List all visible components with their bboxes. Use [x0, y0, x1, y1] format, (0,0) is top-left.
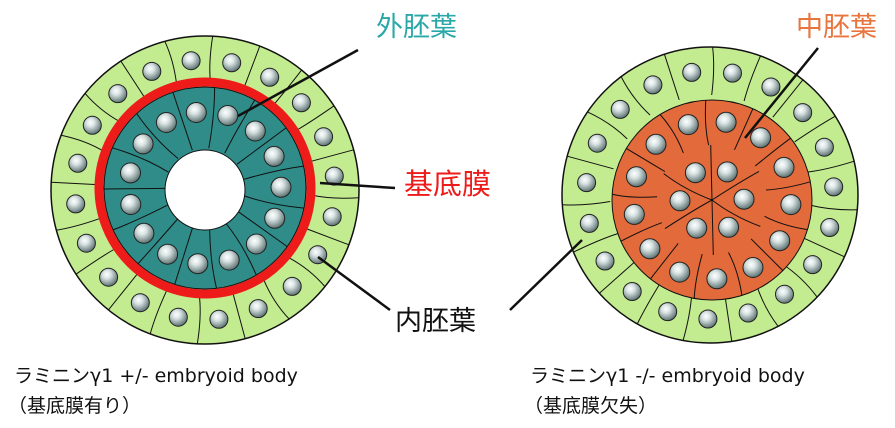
- left-ectoderm-nucleus: [219, 250, 239, 270]
- right-endoderm-nucleus: [739, 304, 757, 322]
- right-mesoderm-nucleus: [707, 269, 727, 289]
- right-endoderm-nucleus: [611, 100, 629, 118]
- left-ectoderm-nucleus: [264, 146, 284, 166]
- right-endoderm-nucleus: [794, 104, 812, 122]
- left-endoderm-nucleus: [67, 195, 85, 213]
- right-endoderm-nucleus: [578, 174, 596, 192]
- mesoderm-label: 中胚葉: [796, 12, 877, 43]
- endoderm-pointer-line-left: [318, 257, 390, 310]
- left-endoderm-nucleus: [283, 277, 301, 295]
- left-caption-line-1: ラミニンγ1 +/- embryoid body: [14, 362, 298, 390]
- right-mesoderm-core-nucleus: [734, 189, 754, 209]
- right-caption-line-2: （基底膜欠失）: [524, 392, 657, 420]
- right-endoderm-nucleus: [596, 252, 614, 270]
- right-mesoderm-nucleus: [743, 258, 763, 278]
- left-ectoderm-nucleus: [245, 121, 265, 141]
- left-endoderm-nucleus: [83, 116, 101, 134]
- right-mesoderm-core-nucleus: [719, 217, 739, 237]
- right-endoderm-nucleus: [623, 283, 641, 301]
- right-mesoderm-core-nucleus: [670, 191, 690, 211]
- left-ectoderm-nucleus: [158, 244, 178, 264]
- left-ectoderm-nucleus: [218, 106, 238, 126]
- ectoderm-label: 外胚葉: [376, 12, 457, 43]
- left-ectoderm-nucleus: [265, 208, 285, 228]
- left-endoderm-nucleus: [169, 308, 187, 326]
- right-endoderm-nucleus: [644, 76, 662, 94]
- right-endoderm-nucleus: [762, 78, 780, 96]
- left-ectoderm-nucleus: [121, 163, 141, 183]
- left-ectoderm-nucleus: [121, 195, 141, 215]
- left-endoderm-nucleus: [249, 300, 267, 318]
- right-mesoderm-core-nucleus: [685, 163, 705, 183]
- left-ectoderm-nucleus: [133, 134, 153, 154]
- right-mesoderm-nucleus: [770, 231, 790, 251]
- right-mesoderm-nucleus: [646, 134, 666, 154]
- left-endoderm-nucleus: [323, 208, 341, 226]
- right-endoderm-nucleus: [821, 219, 839, 237]
- right-endoderm-nucleus: [776, 285, 794, 303]
- left-endoderm-nucleus: [315, 128, 333, 146]
- right-endoderm-nucleus: [699, 310, 717, 328]
- left-ectoderm-cell-wall: [104, 188, 165, 189]
- right-caption-line-1: ラミニンγ1 -/- embryoid body: [530, 362, 805, 390]
- right-endoderm-nucleus: [825, 178, 843, 196]
- left-endoderm-nucleus: [131, 294, 149, 312]
- left-ectoderm-nucleus: [246, 234, 266, 254]
- left-central-cavity: [165, 150, 245, 230]
- right-mesoderm-nucleus: [774, 157, 794, 177]
- right-endoderm-nucleus: [804, 256, 822, 274]
- right-mesoderm-nucleus: [640, 239, 660, 259]
- left-endoderm-nucleus: [182, 52, 200, 70]
- left-ectoderm-nucleus: [186, 103, 206, 123]
- left-ectoderm-nucleus: [271, 177, 291, 197]
- left-endoderm-nucleus: [77, 234, 95, 252]
- endoderm-pointer-line-right: [510, 240, 582, 310]
- left-endoderm-nucleus: [69, 154, 87, 172]
- right-mesoderm-core-nucleus: [687, 218, 707, 238]
- right-endoderm-nucleus: [659, 303, 677, 321]
- left-ectoderm-nucleus: [156, 113, 176, 133]
- left-caption-line-2: （基底膜有り）: [8, 392, 141, 420]
- left-ectoderm-nucleus: [188, 254, 208, 274]
- right-endoderm-nucleus: [683, 63, 701, 81]
- basement-membrane-label: 基底膜: [404, 167, 491, 201]
- right-mesoderm-nucleus: [781, 195, 801, 215]
- right-mesoderm-nucleus: [624, 204, 644, 224]
- left-endoderm-nucleus: [100, 268, 118, 286]
- right-endoderm-nucleus: [580, 214, 598, 232]
- left-embryoid-body: [51, 36, 359, 344]
- left-endoderm-nucleus: [292, 94, 310, 112]
- endoderm-label: 内胚葉: [395, 306, 476, 337]
- right-mesoderm-nucleus: [716, 112, 736, 132]
- right-mesoderm-nucleus: [627, 167, 647, 187]
- left-endoderm-nucleus: [109, 85, 127, 103]
- right-embryoid-body: [562, 47, 858, 343]
- left-endoderm-nucleus: [261, 68, 279, 86]
- right-mesoderm-core-nucleus: [717, 162, 737, 182]
- right-mesoderm-nucleus: [678, 115, 698, 135]
- left-ectoderm-nucleus: [134, 223, 154, 243]
- right-mesoderm-nucleus: [670, 262, 690, 282]
- left-endoderm-nucleus: [223, 54, 241, 72]
- right-endoderm-nucleus: [724, 64, 742, 82]
- right-mesoderm-nucleus: [751, 128, 771, 148]
- left-endoderm-nucleus: [210, 310, 228, 328]
- right-endoderm-nucleus: [588, 134, 606, 152]
- left-endoderm-nucleus: [143, 62, 161, 80]
- right-endoderm-nucleus: [815, 138, 833, 156]
